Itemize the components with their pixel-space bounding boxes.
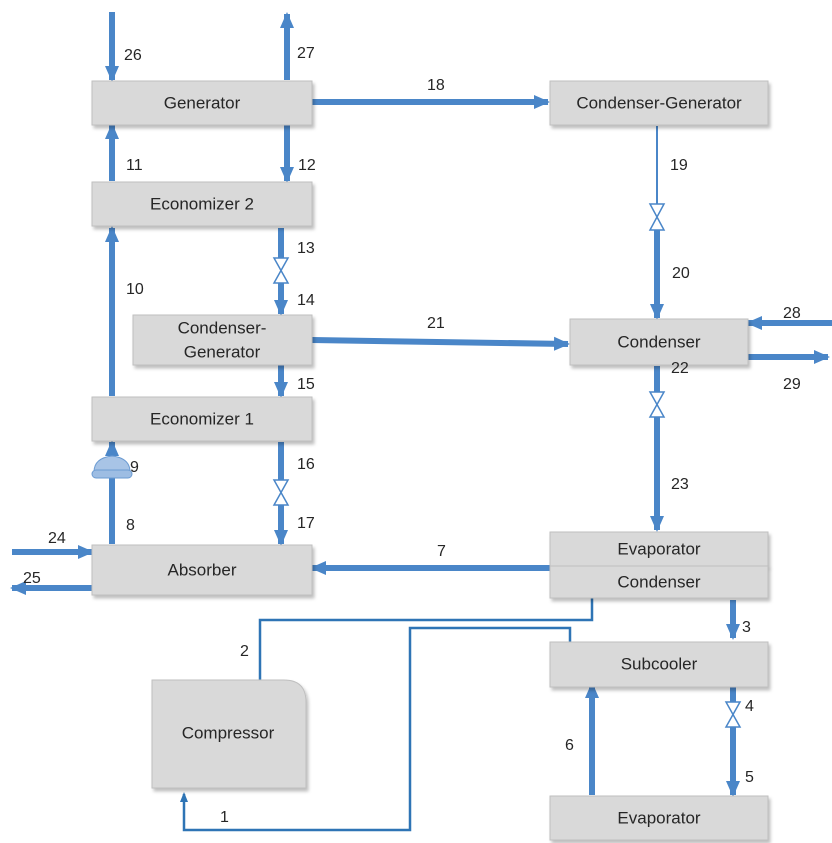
condenser-generator-top-label: Condenser-Generator bbox=[576, 93, 742, 112]
subcooler-label: Subcooler bbox=[621, 654, 698, 673]
condenser-generator-mid: Condenser- Generator bbox=[132, 314, 313, 366]
stream-label-22: 22 bbox=[671, 360, 689, 377]
stream-label-13: 13 bbox=[297, 240, 315, 257]
flow-lines bbox=[10, 12, 832, 797]
stream-label-1: 1 bbox=[220, 809, 229, 826]
stream-label-16: 16 bbox=[297, 456, 315, 473]
economizer-1: Economizer 1 bbox=[91, 396, 313, 442]
stream-label-15: 15 bbox=[297, 376, 315, 393]
stream-label-21: 21 bbox=[427, 315, 445, 332]
valve-22-23 bbox=[648, 391, 666, 418]
compressor: Compressor bbox=[151, 679, 307, 789]
stream-label-17: 17 bbox=[297, 515, 315, 532]
stream-label-4: 4 bbox=[745, 698, 754, 715]
evaporator-bottom-label: Evaporator bbox=[617, 808, 700, 827]
pipe-stream-1 bbox=[180, 626, 572, 832]
stream-label-14: 14 bbox=[297, 292, 315, 309]
condenser-label: Condenser bbox=[617, 332, 701, 351]
stream-label-29: 29 bbox=[783, 376, 801, 393]
economizer-2: Economizer 2 bbox=[91, 181, 313, 227]
stream-label-5: 5 bbox=[745, 769, 754, 786]
stream-label-25: 25 bbox=[23, 570, 41, 587]
condenser-generator-top: Condenser-Generator bbox=[549, 80, 769, 126]
stream-label-3: 3 bbox=[742, 619, 751, 636]
condenser-lower: Condenser bbox=[549, 565, 769, 599]
stream-label-24: 24 bbox=[48, 530, 66, 547]
absorber: Absorber bbox=[91, 544, 313, 596]
stream-label-12: 12 bbox=[298, 157, 316, 174]
stream-label-23: 23 bbox=[671, 476, 689, 493]
valve-13-14 bbox=[272, 257, 290, 284]
stream-label-19: 19 bbox=[670, 157, 688, 174]
stream-label-2: 2 bbox=[240, 643, 249, 660]
stream-label-28: 28 bbox=[783, 305, 801, 322]
stream-label-11: 11 bbox=[126, 157, 143, 174]
expansion-valves bbox=[272, 203, 742, 728]
stream-label-26: 26 bbox=[124, 47, 142, 64]
compressor-piping bbox=[180, 598, 594, 832]
condenser-generator-mid-label-line2: Generator bbox=[184, 342, 261, 361]
pump-icon bbox=[91, 455, 133, 479]
stream-21 bbox=[311, 336, 570, 351]
stream-label-18: 18 bbox=[427, 77, 445, 94]
condenser: Condenser bbox=[569, 318, 749, 366]
pipe-stream-2 bbox=[258, 598, 594, 680]
valve-4-5 bbox=[724, 701, 742, 728]
subcooler: Subcooler bbox=[549, 641, 769, 688]
generator: Generator bbox=[91, 80, 313, 126]
evaporator-upper-label: Evaporator bbox=[617, 539, 700, 558]
condenser-generator-mid-label-line1: Condenser- bbox=[178, 318, 267, 337]
compressor-label: Compressor bbox=[182, 723, 275, 742]
absorber-label: Absorber bbox=[168, 560, 237, 579]
condenser-lower-label: Condenser bbox=[617, 572, 701, 591]
stream-label-10: 10 bbox=[126, 281, 144, 298]
stream-label-27: 27 bbox=[297, 45, 315, 62]
stream-numbers: 26 27 18 11 12 19 13 20 10 14 21 28 15 2… bbox=[23, 45, 801, 826]
stream-label-7: 7 bbox=[437, 543, 446, 560]
valve-16-17 bbox=[272, 479, 290, 506]
evaporator-upper: Evaporator bbox=[549, 531, 769, 567]
stream-label-8: 8 bbox=[126, 517, 135, 534]
economizer-1-label: Economizer 1 bbox=[150, 409, 254, 428]
generator-label: Generator bbox=[164, 93, 241, 112]
economizer-2-label: Economizer 2 bbox=[150, 194, 254, 213]
valve-19-20 bbox=[648, 203, 666, 231]
stream-label-9: 9 bbox=[130, 459, 139, 476]
stream-label-20: 20 bbox=[672, 265, 690, 282]
stream-label-6: 6 bbox=[565, 737, 574, 754]
evaporator-bottom: Evaporator bbox=[549, 795, 769, 841]
